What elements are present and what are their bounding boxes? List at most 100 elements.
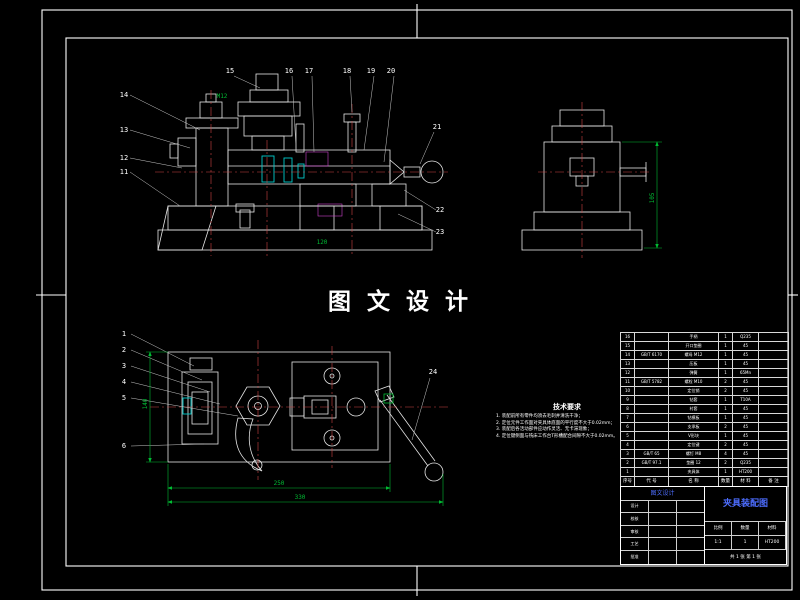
title-block-row: 批准 [621,551,704,564]
balloon-22: 22 [436,206,444,214]
side-bracket [177,137,197,167]
lever-pivot [374,385,395,403]
vblock-inner [191,391,209,425]
parts-list-header-row: 序号代 号名 称数量材 料备 注 [620,476,789,487]
balloon-2: 2 [122,346,126,354]
hatch-magenta-2 [317,203,343,217]
dimension-annotations: M12 120 105 250 330 140 [142,93,662,506]
title-block-meta: 比例 数量 材料 1:1 1 HT200 [705,522,786,550]
dim-front-thread: M12 [217,93,228,100]
lever-green-marker [383,393,394,404]
project-name: 图文设计 [621,487,704,501]
clamp-plate [237,101,301,117]
plan-top-tab [189,357,213,371]
column-flange [185,117,239,129]
balloon-18: 18 [343,67,351,75]
watermark-text: 图 文 设 计 [328,289,473,315]
title-block-left: 图文设计 设计校核审核工艺批准 [621,487,705,564]
material-value: HT200 [759,536,786,550]
hatch-magenta-1 [305,151,329,167]
swing-clamp-arm [235,417,263,472]
base-lower-slab [157,229,433,251]
lever-ball-handle [424,462,444,482]
balloon-16: 16 [285,67,293,75]
dim-plan-depth: 140 [142,398,149,409]
balloon-11: 11 [120,168,128,176]
leader-lines [129,75,437,447]
qty-value: 1 [732,536,759,550]
right-bracket [371,183,407,207]
lever-edge-2 [386,394,436,462]
clamp-base [251,135,285,151]
base-hatch-left [157,205,217,251]
hex-nut [235,386,281,426]
balloon-15: 15 [226,67,234,75]
dim-plan-width: 250 [274,480,285,487]
handle-shaft [403,166,421,178]
vblock-mid [187,381,213,435]
front-view [155,73,448,256]
drawing-name: 夹具装配图 [705,487,786,522]
bushing-cyan-1 [261,155,275,183]
balloon-24: 24 [429,368,437,376]
balloon-23: 23 [436,228,444,236]
plan-boss [346,397,366,417]
sheet-info: 共 1 张 第 1 张 [730,555,761,560]
balloon-4: 4 [122,378,126,386]
inner-border [65,37,789,567]
plan-hole-bottom [323,429,341,447]
clamp-top-bar [249,89,289,103]
balloon-5: 5 [122,394,126,402]
title-block-row: 校核 [621,512,704,526]
balloon-20: 20 [387,67,395,75]
tech-note-line: 4. 定位键侧面与铣床工作台T形槽配合间隙不大于0.02mm。 [496,433,618,439]
title-block-sign-grid: 设计校核审核工艺批准 [621,500,704,564]
balloon-numbers: 14 13 12 11 15 16 17 18 19 20 21 22 23 1… [120,67,444,450]
title-block-row: 工艺 [621,538,704,552]
title-block-row: 设计 [621,500,704,513]
title-block-right: 夹具装配图 比例 数量 材料 1:1 1 HT200 共 1 张 第 1 张 [705,487,786,564]
base-slot [299,205,335,231]
tech-note-line: 2. 定位元件工作面对夹具体底面的平行度不大于0.02mm； [496,420,616,426]
tech-notes-title: 技术要求 [553,403,581,411]
title-block-row: 审核 [621,525,704,539]
bushing-cyan-3 [297,163,305,179]
balloon-1: 1 [122,330,126,338]
title-block: 图文设计 设计校核审核工艺批准 夹具装配图 比例 数量 材料 1:1 1 HT2… [620,486,787,565]
balloon-14: 14 [120,91,128,99]
balloon-3: 3 [122,362,126,370]
balloon-19: 19 [367,67,375,75]
under-arm-block [299,183,357,207]
qty-label: 数量 [732,522,759,536]
bushing-cyan-2 [283,157,293,183]
dim-plan-overall: 330 [295,494,306,501]
clamp-body [243,115,293,137]
tech-note-line: 1. 装配前所有零件均须去毛刺并清洗干净； [496,414,583,419]
vblock-cyan-insert [182,397,192,415]
base-upper-slab [167,205,423,231]
balloon-6: 6 [122,442,126,450]
base-hatch-right [379,205,423,231]
plan-hole-top-center [329,373,335,379]
balloon-21: 21 [433,123,441,131]
side-view [521,102,652,258]
side-bolt [169,143,179,159]
balloon-12: 12 [120,154,128,162]
